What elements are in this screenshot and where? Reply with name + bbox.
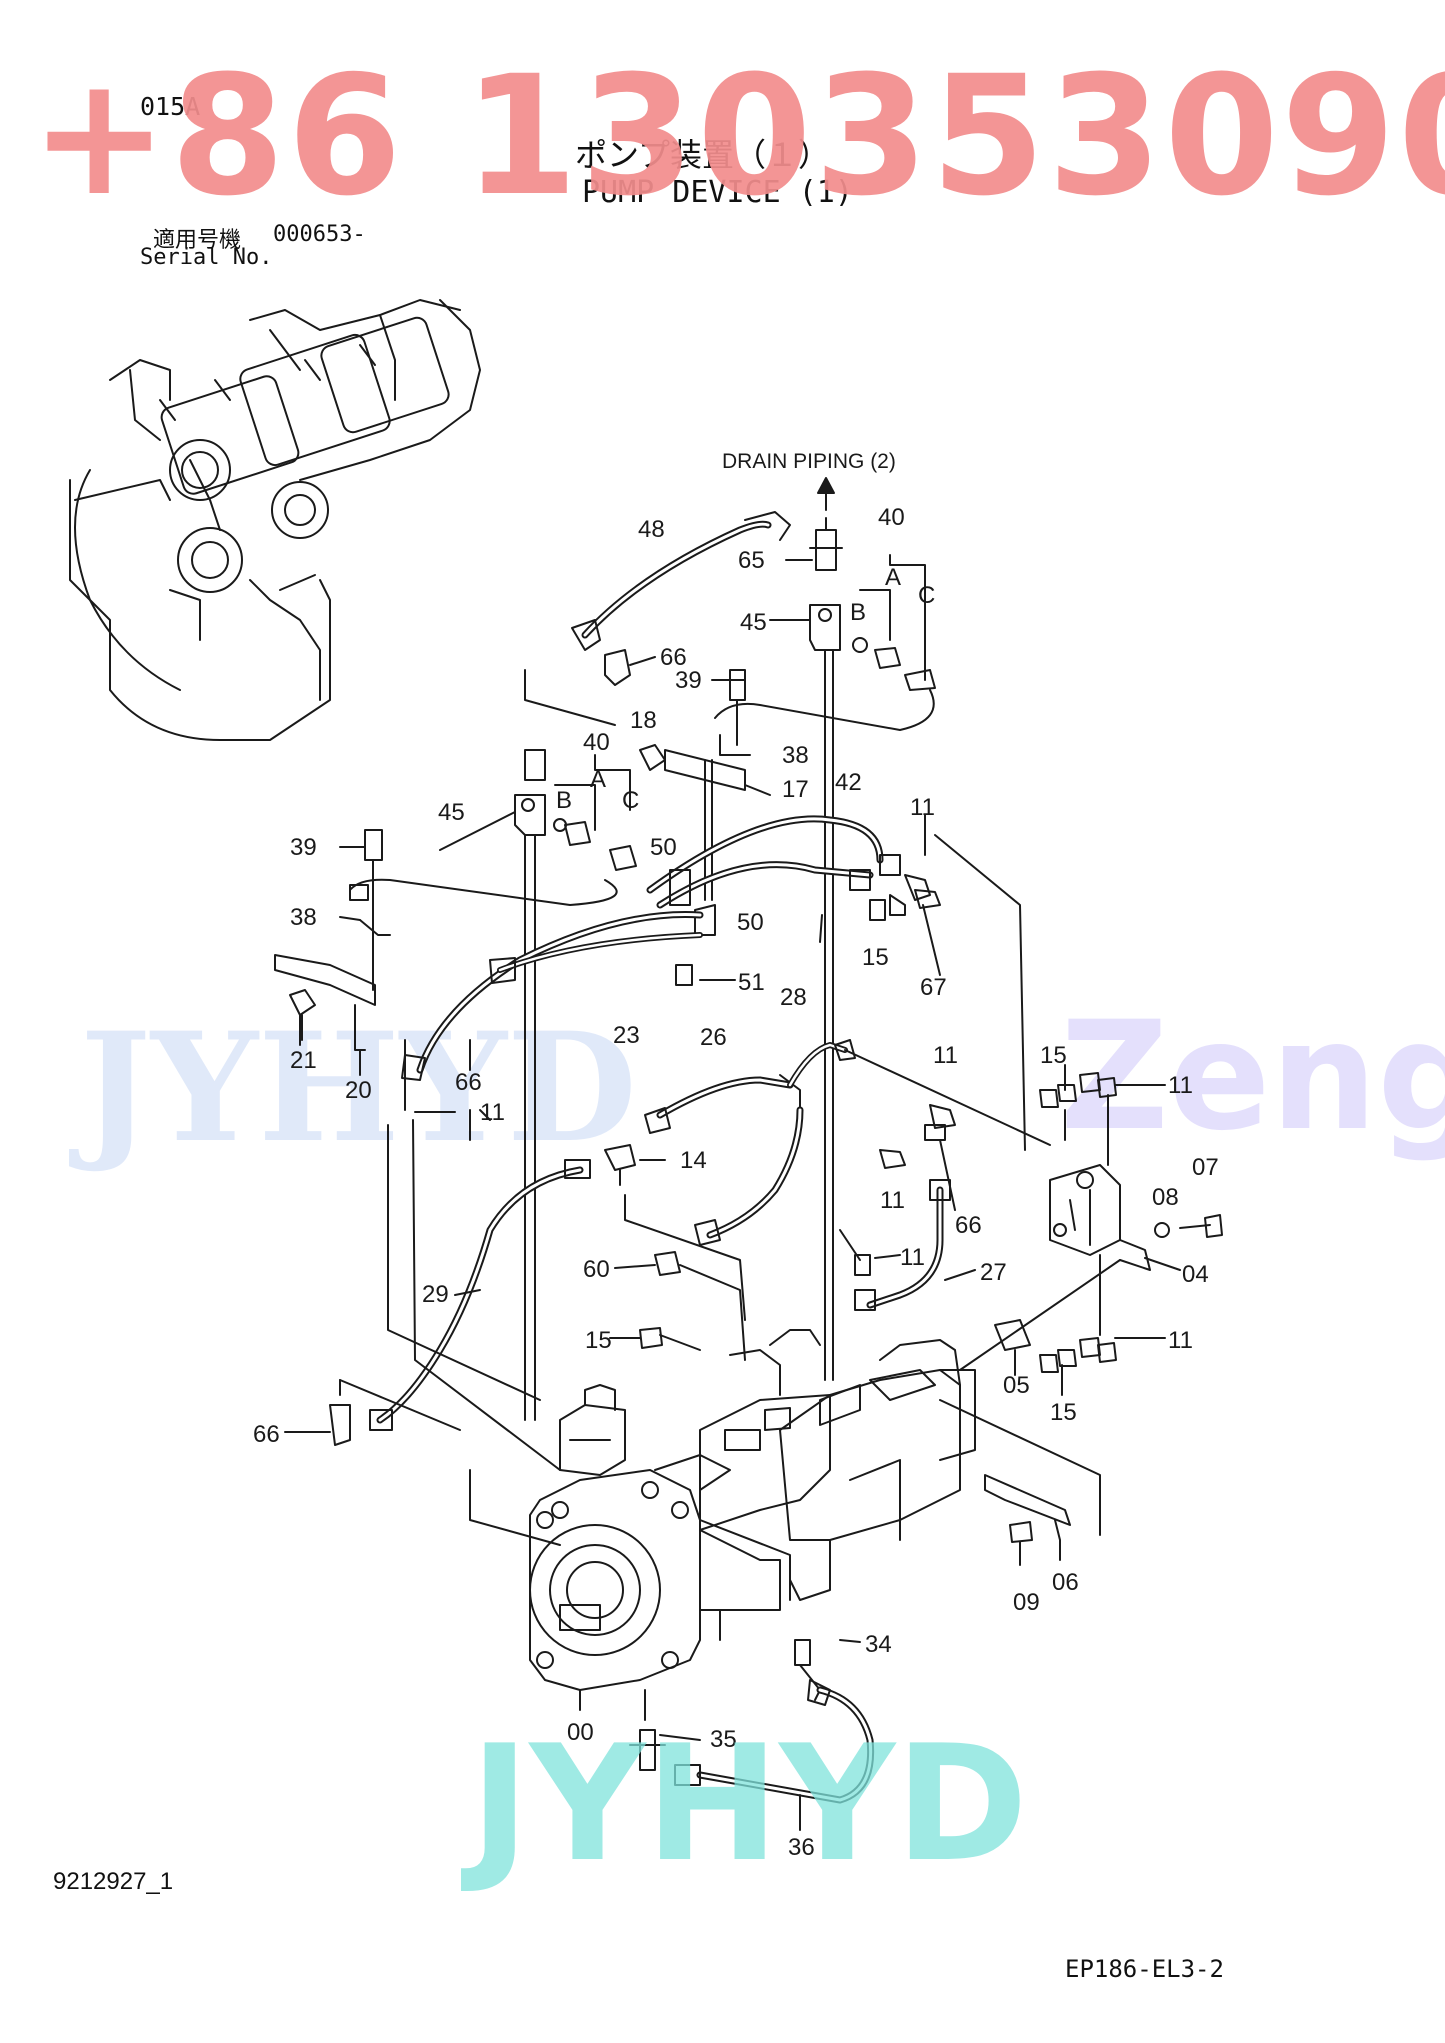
callout-29: 29 <box>422 1281 449 1308</box>
callout-11-lower: 11 <box>900 1244 925 1271</box>
callout-11-center: 11 <box>880 1187 905 1214</box>
callout-21: 21 <box>290 1047 317 1074</box>
brand-watermark-faint: JYHYD <box>80 1000 637 1176</box>
callout-38-top: 38 <box>782 742 809 769</box>
callout-34: 34 <box>865 1631 892 1658</box>
callout-28: 28 <box>780 984 807 1011</box>
callout-66-left: 66 <box>455 1069 482 1096</box>
callout-11-left: 11 <box>480 1099 505 1126</box>
callout-51: 51 <box>738 969 765 996</box>
model-code: EP186-EL3-2 <box>1065 1955 1224 1983</box>
callout-50-top: 50 <box>650 834 677 861</box>
serial-label-english: Serial No. <box>140 245 273 270</box>
callout-23: 23 <box>613 1022 640 1049</box>
title-japanese: ポンプ装置（１） <box>575 136 831 174</box>
callout-42: 42 <box>835 769 862 796</box>
callout-15-top: 15 <box>862 944 889 971</box>
callout-a-left: A <box>590 766 606 793</box>
callout-66-bottom: 66 <box>253 1421 280 1448</box>
callout-18: 18 <box>630 707 657 734</box>
callout-b-left: B <box>556 787 572 814</box>
serial-number: 000653- <box>273 222 366 247</box>
callout-c-left: C <box>622 787 639 814</box>
callout-67: 67 <box>920 974 947 1001</box>
callout-66-right: 66 <box>955 1212 982 1239</box>
drain-piping-label: DRAIN PIPING (2) <box>722 450 896 473</box>
brand-watermark: JYHYD <box>470 1710 1028 1897</box>
callout-04: 04 <box>1182 1261 1209 1288</box>
callout-35: 35 <box>710 1726 737 1753</box>
callout-14: 14 <box>680 1147 707 1174</box>
callout-45-left: 45 <box>438 799 465 826</box>
callout-20: 20 <box>345 1077 372 1104</box>
callout-b-top: B <box>850 599 866 626</box>
zeng-watermark: Zeng <box>1060 990 1445 1164</box>
callout-15-left: 15 <box>585 1327 612 1354</box>
callout-17: 17 <box>782 776 809 803</box>
callout-38-left: 38 <box>290 904 317 931</box>
callout-65: 65 <box>738 547 765 574</box>
callout-11-mid: 11 <box>933 1042 958 1069</box>
callout-07: 07 <box>1192 1154 1219 1181</box>
callout-11-right-bottom: 11 <box>1168 1327 1193 1354</box>
page-code: 015A <box>140 92 201 121</box>
callout-11-right-top: 11 <box>1168 1072 1193 1099</box>
engine-inset-drawing <box>69 299 481 741</box>
callout-26: 26 <box>700 1024 727 1051</box>
title-english: PUMP DEVICE (1) <box>582 175 853 210</box>
drawing-number: 9212927_1 <box>53 1868 174 1895</box>
callout-00: 00 <box>567 1719 594 1746</box>
callout-06: 06 <box>1052 1569 1079 1596</box>
callout-45-top: 45 <box>740 609 767 636</box>
callout-39-left: 39 <box>290 834 317 861</box>
callout-08: 08 <box>1152 1184 1179 1211</box>
callout-39-top: 39 <box>675 667 702 694</box>
main-pump-drawing <box>529 1329 976 1721</box>
callout-15-bottom: 15 <box>1050 1399 1077 1426</box>
callout-66-top: 66 <box>660 644 687 671</box>
callout-a-top: A <box>885 564 901 591</box>
callout-50-mid: 50 <box>737 909 764 936</box>
callout-c-top: C <box>918 582 935 609</box>
callout-11-top: 11 <box>910 794 935 821</box>
phone-watermark: +86 13035309093 <box>30 40 1445 232</box>
callout-09: 09 <box>1013 1589 1040 1616</box>
callout-40-top: 40 <box>878 504 905 531</box>
callout-05: 05 <box>1003 1372 1030 1399</box>
callout-27: 27 <box>980 1259 1007 1286</box>
callout-36: 36 <box>788 1834 815 1861</box>
serial-label-japanese: 適用号機 <box>153 228 242 253</box>
callout-labels: 48 65 40 A C B 45 66 39 18 38 40 A B C 1… <box>253 504 1219 1861</box>
callout-48: 48 <box>638 516 665 543</box>
callout-40-left: 40 <box>583 729 610 756</box>
callout-15-right: 15 <box>1040 1042 1067 1069</box>
callout-60: 60 <box>583 1256 610 1283</box>
